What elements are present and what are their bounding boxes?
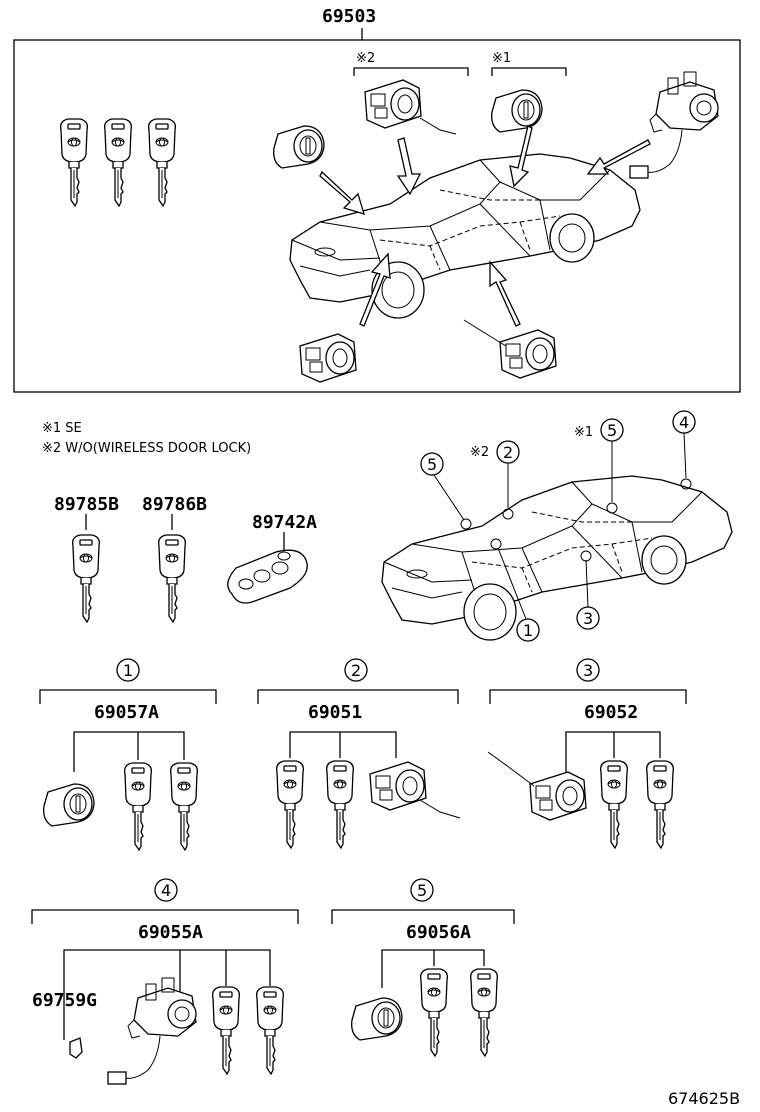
kit-3-key-icon-1 <box>599 760 629 849</box>
key-icon-1 <box>59 118 89 207</box>
kit-1-index: 1 <box>123 661 133 680</box>
car-illustration-top <box>289 153 641 319</box>
diagram-code: 674625B <box>668 1089 740 1108</box>
kit-3-door-cylinder-icon <box>529 771 587 821</box>
kit-5-part-number: 69056A <box>406 922 471 943</box>
callout-4: 4 <box>679 413 689 432</box>
kit-3-part-number: 69052 <box>584 702 638 723</box>
arrow-front-lock <box>359 252 391 327</box>
key-icon-89786B <box>157 534 187 623</box>
rear-door-cylinder-icon <box>499 329 557 379</box>
ignition-switch-icon <box>629 71 719 179</box>
kit-5-cylinder-icon <box>351 997 403 1041</box>
kit-2-key-icon-2 <box>325 760 355 849</box>
kit-2-index: 2 <box>351 661 361 680</box>
key-icon-3 <box>147 118 177 207</box>
legend-note-2: ※2 W/O(WIRELESS DOOR LOCK) <box>42 441 251 456</box>
callout-note-2: ※2 <box>470 445 489 460</box>
kit-2-key-icon-1 <box>275 760 305 849</box>
kit-3-index: 3 <box>583 661 593 680</box>
callout-5-right: 5 <box>607 421 617 440</box>
arrow-rear-door <box>489 260 521 327</box>
kit-4-index: 4 <box>161 881 171 900</box>
key-icon-89785B <box>71 534 101 623</box>
arrow-ignition <box>586 139 651 175</box>
callout-note-1: ※1 <box>574 425 593 440</box>
kit-4-bracket-icon <box>69 1037 83 1059</box>
kit-2-part-number: 69051 <box>308 702 362 723</box>
note-1-marker: ※1 <box>492 51 511 66</box>
callout-5-left: 5 <box>427 455 437 474</box>
door-cylinder-2-icon <box>364 79 422 129</box>
callout-1: 1 <box>523 621 533 640</box>
kit-3-key-icon-2 <box>645 760 675 849</box>
arrow-glove <box>509 125 533 188</box>
kit-1-key-icon-2 <box>169 762 199 851</box>
callout-2: 2 <box>503 443 513 462</box>
kit-5-key-icon-1 <box>419 968 449 1057</box>
arrow-door-2 <box>396 137 422 196</box>
key-icon-2 <box>103 118 133 207</box>
kit-2-door-cylinder-icon <box>369 761 427 811</box>
part-89742A: 89742A <box>252 512 317 533</box>
car-illustration-callout <box>381 475 733 641</box>
part-89786B: 89786B <box>142 494 207 515</box>
main-part-number: 69503 <box>322 6 376 27</box>
kit-4-sub-part-number: 69759G <box>32 990 97 1011</box>
glove-cylinder-icon <box>491 89 543 133</box>
callout-3: 3 <box>583 609 593 628</box>
kit-1-cylinder-icon <box>43 783 95 827</box>
kit-4-key-icon-1 <box>211 986 241 1075</box>
main-assembly-frame <box>13 39 741 393</box>
kit-1-key-icon-1 <box>123 762 153 851</box>
kit-4-ignition-icon <box>107 977 197 1085</box>
kit-5-key-icon-2 <box>469 968 499 1057</box>
kit-5-index: 5 <box>417 881 427 900</box>
legend-note-1: ※1 SE <box>42 421 82 436</box>
kit-4-part-number: 69055A <box>138 922 203 943</box>
kit-4-key-icon-2 <box>255 986 285 1075</box>
remote-transmitter-icon <box>227 549 308 604</box>
kit-1-part-number: 69057A <box>94 702 159 723</box>
part-89785B: 89785B <box>54 494 119 515</box>
trunk-cylinder-icon <box>273 125 325 169</box>
front-cylinder-icon <box>299 333 357 383</box>
arrow-trunk <box>319 170 365 215</box>
note-2-marker: ※2 <box>356 51 375 66</box>
